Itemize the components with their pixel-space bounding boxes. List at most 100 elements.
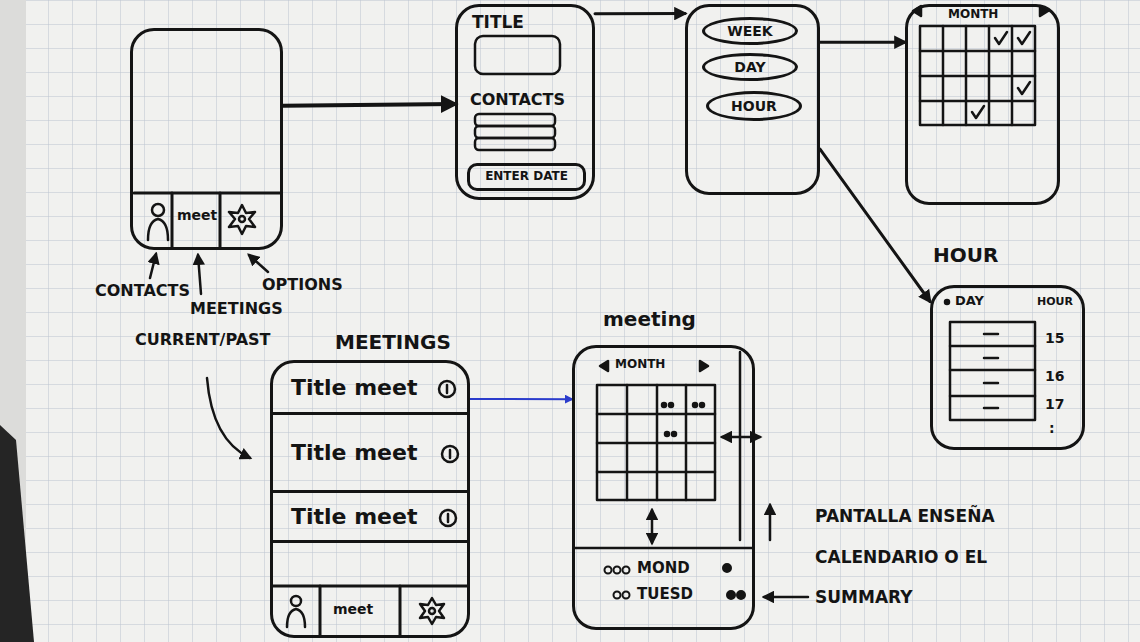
gear-icon (239, 216, 245, 222)
node-text: HOUR (933, 244, 998, 267)
leader-arrow (764, 505, 808, 597)
month-calendar (995, 32, 1007, 44)
month-calendar (913, 6, 1048, 125)
hour-list (984, 407, 998, 410)
month-calendar (700, 403, 704, 407)
summary-dots (623, 567, 630, 574)
hour-list (950, 322, 1035, 420)
oval-button: WEEK (702, 17, 798, 45)
annotation-label: OPTIONS (262, 276, 343, 294)
scroll-line (575, 547, 752, 550)
node-text: meet (177, 207, 217, 223)
input-field (475, 126, 555, 138)
leader-arrow (769, 505, 772, 540)
info-icon (439, 381, 458, 526)
node-text: MEETINGS (335, 331, 451, 354)
month-calendar (1018, 32, 1030, 44)
leader-arrow (198, 255, 201, 294)
annotation-label: CURRENT/PAST (135, 331, 271, 349)
info-icon (440, 510, 456, 526)
month-calendar (972, 106, 984, 118)
leader-arrow (150, 254, 156, 278)
phone-screen: MONTH (905, 4, 1060, 205)
phone-screen: meetingMONTHMONDTUESD (572, 345, 755, 630)
month-calendar (672, 432, 676, 436)
person-icon (148, 204, 168, 240)
person-icon (287, 596, 305, 627)
leader-arrow (249, 255, 268, 272)
hour-list (945, 300, 949, 304)
input-field (475, 114, 555, 126)
node-text: WEEK (727, 23, 772, 39)
summary-dots (614, 567, 621, 574)
month-calendar (700, 361, 708, 371)
annotation-label: CALENDARIO O EL (815, 548, 987, 568)
info-icon (446, 385, 449, 393)
input-field (475, 36, 560, 74)
flow-arrow (470, 398, 572, 400)
node-text: DAY (734, 59, 765, 75)
info-icon (442, 446, 458, 462)
scroll-line (739, 352, 742, 540)
month-calendar (665, 432, 669, 436)
swipe-arrow (651, 510, 654, 543)
month-calendar (1040, 6, 1048, 16)
node-text: ENTER DATE (485, 170, 568, 184)
node-text: Title meet (291, 504, 417, 529)
month-calendar (662, 403, 666, 407)
input-field (475, 138, 555, 150)
tab-bar (134, 192, 280, 195)
summary-dots (623, 592, 630, 599)
month-calendar (920, 75, 1035, 78)
node-text: meet (333, 601, 373, 617)
node-text: MOND (637, 560, 690, 577)
month-calendar (597, 471, 715, 474)
node-text: : (1049, 420, 1055, 436)
swipe-arrow (652, 437, 760, 543)
month-calendar (600, 361, 608, 371)
tab-bar (219, 193, 222, 247)
list-row: Title meet (273, 363, 467, 415)
month-calendar (597, 361, 715, 500)
node-text: TUESD (637, 586, 693, 603)
hour-list (984, 382, 998, 385)
node-text: 15 (1045, 330, 1064, 346)
info-icon (447, 514, 450, 522)
node-text: HOUR (731, 98, 777, 114)
leader-arrow (207, 378, 250, 458)
person-icon (148, 219, 168, 240)
flow-arrow (595, 12, 685, 15)
list-row: Title meet (273, 493, 467, 543)
phone-screen: TITLECONTACTSENTER DATE (455, 4, 595, 200)
hour-list (950, 345, 1035, 348)
node-text: 17 (1045, 396, 1064, 412)
month-calendar (1018, 82, 1030, 94)
month-calendar (597, 413, 715, 416)
info-icon (449, 450, 452, 458)
tab-bar (399, 586, 402, 635)
phone-screen: HOURDAYHOUR151617: (930, 285, 1085, 450)
month-calendar (913, 6, 921, 16)
info-icon (439, 381, 455, 397)
flow-arrow (820, 41, 905, 44)
month-calendar (597, 442, 715, 445)
flow-arrow (820, 149, 930, 301)
oval-button: DAY (702, 53, 798, 81)
month-calendar (920, 26, 1035, 125)
node-text: Title meet (291, 375, 417, 400)
button: ENTER DATE (467, 163, 586, 191)
tab-bar (273, 585, 467, 588)
annotation-label: CONTACTS (95, 282, 190, 300)
scroll-line (575, 352, 752, 548)
annotation-label: MEETINGS (190, 300, 283, 318)
node-text: TITLE (472, 13, 524, 33)
month-calendar (669, 403, 673, 407)
tab-bar (171, 193, 174, 247)
month-calendar (920, 50, 1035, 53)
list-row: Title meet (273, 415, 467, 493)
month-calendar (597, 385, 715, 500)
